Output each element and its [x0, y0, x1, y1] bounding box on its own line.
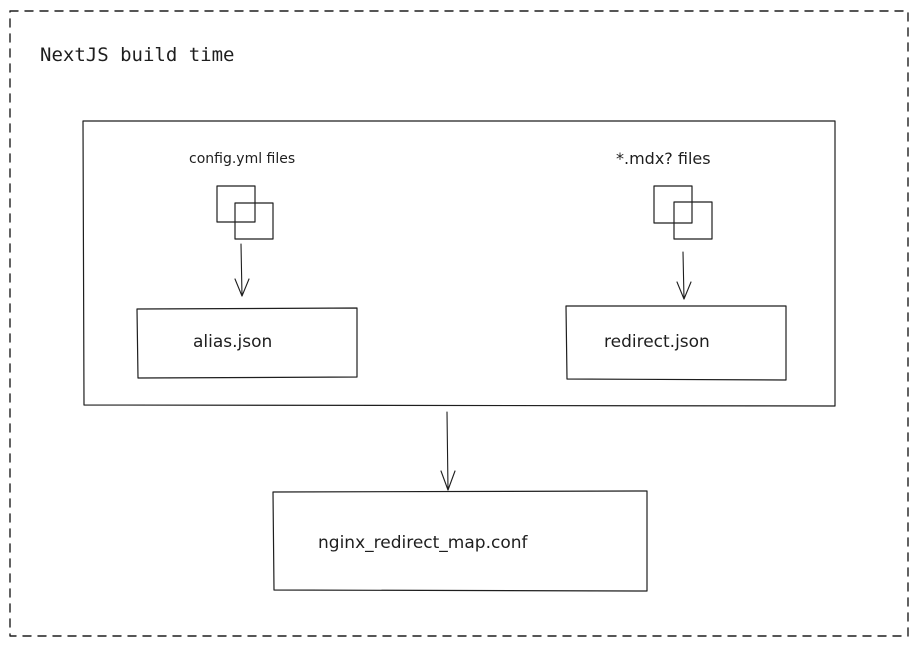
build-time-boundary — [9, 10, 909, 637]
config-files-icon — [216, 185, 274, 240]
redirect-json-box — [565, 305, 787, 381]
mdx-files-icon — [653, 185, 713, 240]
redirect-json-label: redirect.json — [604, 332, 710, 352]
mdx-files-label: *.mdx? files — [616, 149, 711, 168]
mdx-to-redirect-arrow — [676, 251, 692, 300]
config-to-alias-arrow — [234, 243, 250, 297]
sources-container — [82, 120, 836, 407]
nginx-conf-label: nginx_redirect_map.conf — [318, 533, 528, 553]
alias-json-label: alias.json — [193, 332, 273, 352]
nginx-conf-box — [272, 490, 648, 592]
container-to-nginx-arrow — [440, 411, 456, 491]
diagram-title: NextJS build time — [40, 44, 235, 66]
config-files-label: config.yml files — [189, 151, 296, 167]
alias-json-box — [136, 307, 358, 379]
